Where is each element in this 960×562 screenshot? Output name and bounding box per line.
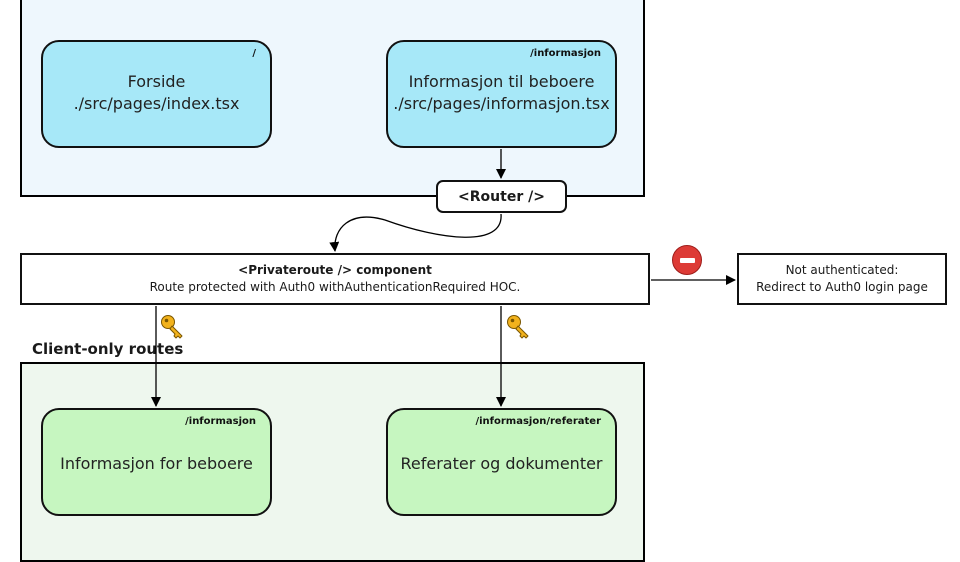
page-file-path: ./src/pages/index.tsx	[73, 94, 240, 113]
privateroute-description: Route protected with Auth0 withAuthentic…	[149, 280, 521, 294]
connector-layer	[151, 149, 736, 407]
arrow-router-to-privateroute	[329, 213, 502, 252]
page-name: Informasjon for beboere	[60, 454, 253, 473]
route-label: /informasjon	[185, 416, 256, 427]
page-node-forside[interactable]: / Forside ./src/pages/index.tsx	[41, 40, 272, 148]
key-icon	[507, 315, 529, 339]
page-node-informasjon[interactable]: /informasjon Informasjon til beboere ./s…	[386, 40, 617, 148]
page-file-path: ./src/pages/informasjon.tsx	[393, 94, 610, 113]
page-name: Referater og dokumenter	[400, 454, 603, 473]
route-label: /	[252, 48, 256, 59]
page-name: Forside	[127, 72, 186, 91]
key-icon	[161, 315, 183, 339]
not-authenticated-node[interactable]: Not authenticated: Redirect to Auth0 log…	[737, 253, 947, 305]
privateroute-node[interactable]: <Privateroute /> component Route protect…	[20, 253, 650, 305]
not-authenticated-title: Not authenticated:	[785, 263, 899, 277]
not-authenticated-redirect: Redirect to Auth0 login page	[756, 280, 928, 294]
page-node-referater[interactable]: /informasjon/referater Referater og doku…	[386, 408, 617, 516]
page-node-informasjon-beboere[interactable]: /informasjon Informasjon for beboere	[41, 408, 272, 516]
route-label: /informasjon	[530, 48, 601, 59]
router-node[interactable]: <Router />	[436, 180, 567, 213]
no-entry-icon	[672, 245, 702, 275]
privateroute-title: <Privateroute /> component	[238, 263, 432, 277]
client-routes-title: Client-only routes	[32, 340, 184, 358]
route-label: /informasjon/referater	[475, 416, 601, 427]
page-name: Informasjon til beboere	[408, 72, 595, 91]
